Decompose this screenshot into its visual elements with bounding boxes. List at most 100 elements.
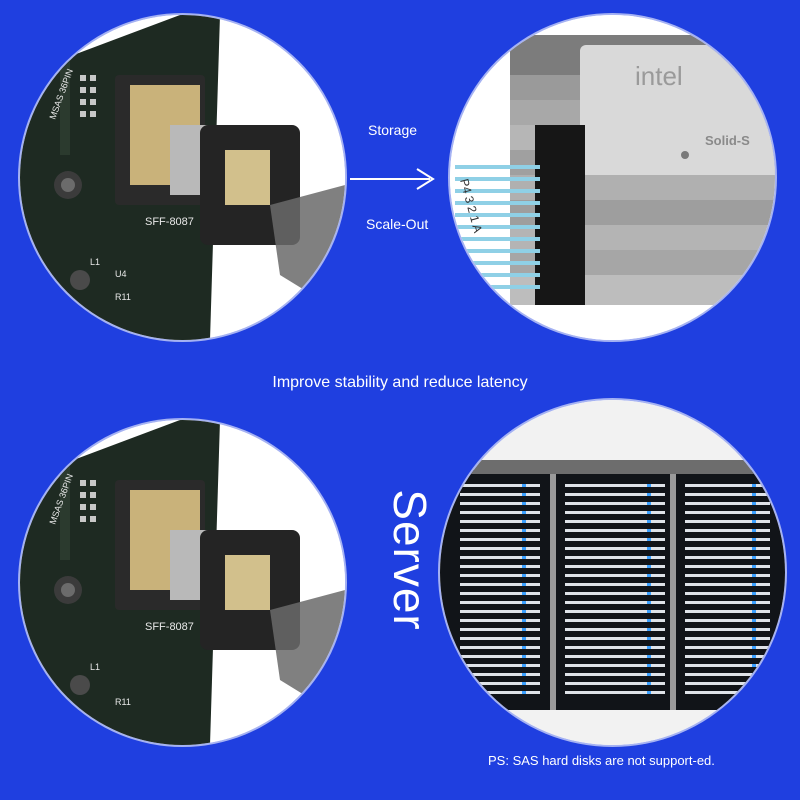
ssd-stack-image: intel Solid-S P4 3 2 1 A xyxy=(450,15,775,340)
drive-led xyxy=(522,628,526,631)
drive-led xyxy=(522,493,526,496)
drive-led xyxy=(752,673,756,676)
ssd-model: Solid-S xyxy=(705,133,750,148)
drive-led xyxy=(522,502,526,505)
drive-led xyxy=(752,529,756,532)
drive-bay xyxy=(685,502,770,505)
drive-bay xyxy=(565,556,665,559)
drive-bay xyxy=(565,538,665,541)
drive-led xyxy=(522,547,526,550)
l1-marking: L1 xyxy=(90,662,100,672)
drive-led xyxy=(647,610,651,613)
drive-led xyxy=(522,655,526,658)
drive-led xyxy=(647,664,651,667)
drive-led xyxy=(752,493,756,496)
scale-out-label: Scale-Out xyxy=(366,216,429,232)
server-label: Server xyxy=(384,489,436,631)
drive-bay xyxy=(565,592,665,595)
drive-bay xyxy=(685,682,770,685)
drive-led xyxy=(647,520,651,523)
drive-bay xyxy=(685,637,770,640)
drive-bay xyxy=(565,601,665,604)
arrow-right-icon xyxy=(350,168,435,190)
drive-bay xyxy=(565,583,665,586)
r11-marking: R11 xyxy=(115,697,131,707)
drive-bay xyxy=(460,691,540,694)
drive-bay xyxy=(565,646,665,649)
drive-led xyxy=(647,547,651,550)
drive-bay xyxy=(565,484,665,487)
drive-led xyxy=(522,637,526,640)
drive-bay xyxy=(460,511,540,514)
drive-bay xyxy=(685,619,770,622)
drive-bay xyxy=(685,583,770,586)
drive-bay xyxy=(685,565,770,568)
drive-bay xyxy=(565,673,665,676)
drive-bay xyxy=(460,529,540,532)
drive-bay xyxy=(685,601,770,604)
drive-bay xyxy=(460,682,540,685)
drive-led xyxy=(647,637,651,640)
drive-led xyxy=(647,682,651,685)
drive-led xyxy=(522,538,526,541)
drive-led xyxy=(752,574,756,577)
drive-bay xyxy=(460,592,540,595)
drive-led xyxy=(647,511,651,514)
drive-led xyxy=(647,691,651,694)
drive-led xyxy=(647,538,651,541)
drive-led xyxy=(647,493,651,496)
drive-led xyxy=(647,646,651,649)
drive-led xyxy=(752,655,756,658)
drive-led xyxy=(647,574,651,577)
drive-bay xyxy=(685,664,770,667)
drive-led xyxy=(522,592,526,595)
drive-bay xyxy=(460,646,540,649)
drive-led xyxy=(522,565,526,568)
u4-marking: U4 xyxy=(115,269,127,279)
drive-bay xyxy=(685,574,770,577)
drive-led xyxy=(752,511,756,514)
drive-led xyxy=(647,601,651,604)
drive-bay xyxy=(685,592,770,595)
drive-led xyxy=(647,556,651,559)
drive-led xyxy=(522,529,526,532)
drive-led xyxy=(522,682,526,685)
drive-led xyxy=(752,520,756,523)
drive-bay xyxy=(565,493,665,496)
sff8087-board-image-bottom: SFF-8087 MSAS 36PIN L1 R11 xyxy=(20,420,345,745)
drive-led xyxy=(752,619,756,622)
drive-bay xyxy=(460,628,540,631)
drive-led xyxy=(647,628,651,631)
drive-led xyxy=(522,601,526,604)
drive-led xyxy=(752,547,756,550)
drive-bay xyxy=(565,565,665,568)
sff8087-board-image-top: SFF-8087 MSAS 36PIN L1 U4 R11 xyxy=(20,15,345,340)
drive-led xyxy=(752,502,756,505)
drive-led xyxy=(647,502,651,505)
drive-bay xyxy=(685,520,770,523)
drive-bay xyxy=(460,556,540,559)
drive-led xyxy=(522,691,526,694)
drive-led xyxy=(752,583,756,586)
drive-bay xyxy=(565,619,665,622)
drive-bay xyxy=(685,511,770,514)
drive-bay xyxy=(685,556,770,559)
drive-bay xyxy=(565,547,665,550)
drive-bay xyxy=(460,502,540,505)
server-rack-image xyxy=(440,400,785,745)
drive-bay xyxy=(685,547,770,550)
drive-bay xyxy=(685,628,770,631)
drive-bay xyxy=(460,619,540,622)
drive-led xyxy=(522,511,526,514)
drive-led xyxy=(752,691,756,694)
drive-bay xyxy=(460,493,540,496)
drive-led xyxy=(647,583,651,586)
drive-led xyxy=(522,556,526,559)
drive-bay xyxy=(565,682,665,685)
connector-marking: SFF-8087 xyxy=(145,621,194,633)
drive-led xyxy=(647,592,651,595)
drive-bay xyxy=(565,520,665,523)
drive-bay xyxy=(460,565,540,568)
drive-bay xyxy=(460,583,540,586)
drive-led xyxy=(522,619,526,622)
